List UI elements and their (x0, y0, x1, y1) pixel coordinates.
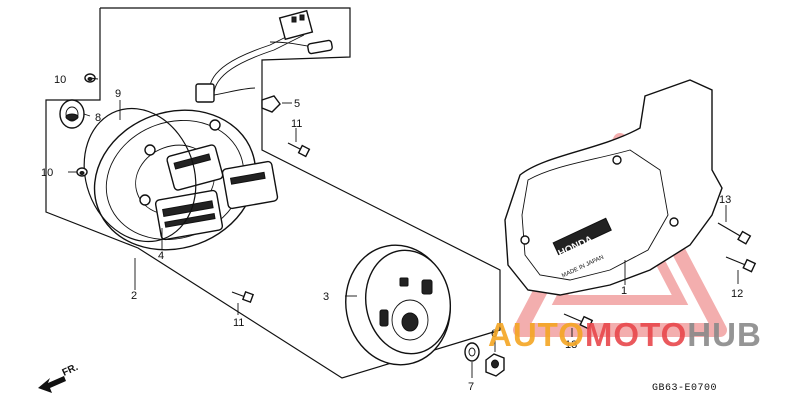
bolt-13-upper (717, 222, 752, 245)
label-part-13-upper: 13 (719, 194, 731, 206)
stator-assembly (93, 109, 279, 251)
label-part-10-top: 10 (54, 74, 66, 86)
bolt-13-lower (563, 313, 594, 330)
leader-lines (68, 77, 739, 378)
svg-text:AUTOMOTOHUB: AUTOMOTOHUB (488, 316, 762, 353)
bolt-12 (725, 256, 757, 273)
label-part-5: 5 (294, 98, 300, 110)
washer-10-bottom (76, 167, 88, 177)
o-ring (83, 107, 197, 243)
direction-label: FR. (61, 362, 80, 379)
label-part-8: 8 (95, 112, 101, 124)
label-part-1: 1 (621, 285, 627, 297)
flywheel-rotor (345, 244, 452, 366)
label-part-3: 3 (323, 291, 329, 303)
nut-6 (485, 353, 505, 377)
label-part-4: 4 (158, 250, 164, 262)
label-part-13-lower: 13 (565, 339, 577, 351)
wire-harness (195, 9, 333, 103)
diagram-code: GB63-E0700 (652, 383, 717, 394)
watermark-part3: HUB (687, 316, 762, 353)
front-direction-arrow: FR. (38, 362, 80, 393)
oil-seal (59, 99, 85, 129)
washer-7 (464, 342, 480, 362)
bolt-11-upper (287, 142, 311, 158)
watermark-text: AUTOMOTOHUB (488, 316, 762, 353)
label-part-11-lower: 11 (233, 317, 244, 329)
watermark-part1: AUTO (488, 316, 585, 353)
watermark-part2: MOTO (585, 316, 687, 353)
label-part-12: 12 (731, 288, 743, 300)
grommet (261, 95, 281, 113)
label-part-10-bottom: 10 (41, 167, 53, 179)
part-labels: 1 2 3 4 5 6 7 8 9 10 10 11 11 12 13 13 (41, 74, 743, 393)
label-part-2: 2 (131, 290, 137, 302)
label-part-9: 9 (115, 88, 121, 100)
assembly-outline (45, 7, 501, 379)
label-part-6: 6 (491, 328, 497, 340)
label-part-7: 7 (468, 381, 474, 393)
left-crankcase-cover: HONDA MADE IN JAPAN (504, 79, 723, 296)
label-part-11-upper: 11 (291, 118, 302, 130)
bolt-11-lower (231, 290, 255, 304)
